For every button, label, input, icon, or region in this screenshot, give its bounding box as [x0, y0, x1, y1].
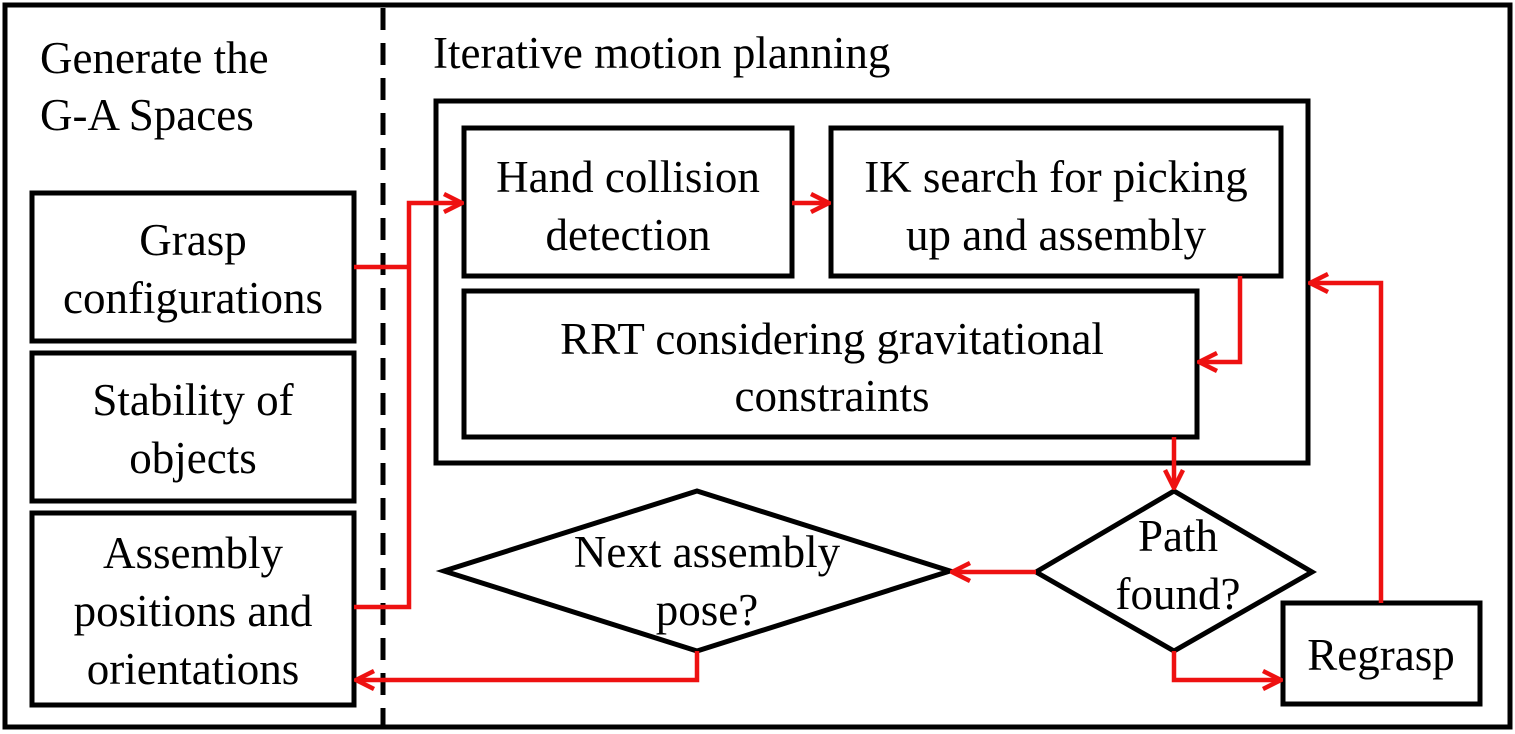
ik-to-rrt-arrow	[1199, 276, 1243, 362]
hand-collision-line1: Hand collision	[496, 152, 760, 202]
left-section-title-line1: Generate the	[40, 33, 269, 83]
ik-search-line2: up and assembly	[906, 210, 1206, 260]
rrt-box	[461, 288, 1200, 440]
next-pose-line2: pose?	[656, 585, 758, 635]
hand-collision-line2: detection	[546, 210, 711, 260]
path-found-line1: Path	[1138, 511, 1218, 561]
assembly-positions-box	[29, 510, 357, 708]
regrasp-to-planning-arrow	[1310, 283, 1384, 603]
ik-search-box	[828, 125, 1284, 279]
grasp-box-line2: configurations	[63, 273, 323, 323]
flow-arrows	[354, 203, 1384, 680]
ik-search-line1: IK search for picking	[864, 152, 1248, 202]
assembly-box-line1: Assembly	[103, 528, 284, 578]
path-found-to-regrasp-arrow	[1171, 651, 1281, 680]
stability-box-line2: objects	[129, 433, 256, 483]
inputs-to-hand-collision-arrow	[354, 203, 462, 610]
next-pose-to-assembly-arrow	[356, 651, 700, 680]
next-pose-line1: Next assembly	[574, 527, 841, 577]
path-found-decision	[1031, 488, 1317, 654]
grasp-configurations-box	[29, 190, 357, 344]
rrt-line2: constraints	[735, 371, 930, 421]
stability-box	[29, 350, 357, 504]
left-section-title-line2: G-A Spaces	[40, 90, 254, 140]
assembly-box-line2: positions and	[74, 586, 313, 636]
right-section-title: Iterative motion planning	[433, 28, 890, 78]
assembly-box-line3: orientations	[87, 644, 299, 694]
regrasp-label: Regrasp	[1307, 630, 1454, 680]
grasp-box-line1: Grasp	[139, 215, 246, 265]
stability-box-line1: Stability of	[92, 375, 293, 425]
regrasp-box	[1280, 600, 1483, 707]
path-found-line2: found?	[1116, 569, 1241, 619]
rrt-line1: RRT considering gravitational	[560, 314, 1104, 364]
